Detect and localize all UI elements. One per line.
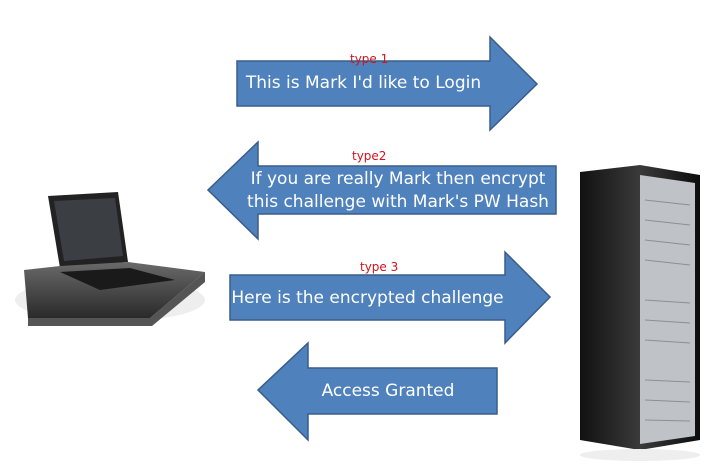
arrow-2-left bbox=[206, 140, 557, 241]
message-1-type: type 1 bbox=[350, 52, 389, 66]
laptop-icon bbox=[15, 192, 205, 326]
message-4-text: Access Granted bbox=[321, 381, 455, 401]
message-2-type: type2 bbox=[352, 149, 387, 163]
arrow-4-left bbox=[256, 341, 498, 442]
server-icon bbox=[580, 165, 700, 461]
message-1-text: This is Mark I'd like to Login bbox=[245, 73, 482, 93]
message-3-text: Here is the encrypted challenge bbox=[231, 288, 504, 308]
arrow-1-right bbox=[236, 35, 539, 132]
arrow-3-right bbox=[229, 250, 552, 345]
message-3-type: type 3 bbox=[360, 260, 399, 274]
message-2-line1: If you are really Mark then encrypt bbox=[250, 169, 546, 189]
message-2-line2: this challenge with Mark's PW Hash bbox=[247, 192, 549, 212]
